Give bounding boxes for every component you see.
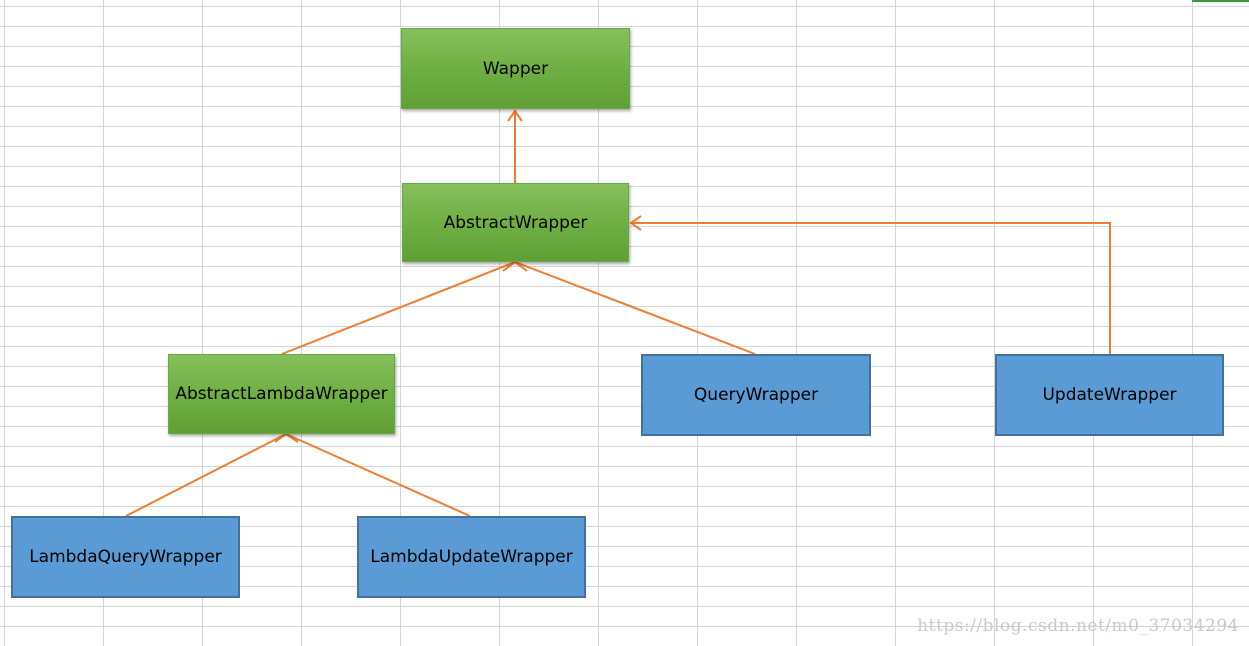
arrow-updatewrapper-to-abstractwrapper (631, 222, 1111, 354)
active-cell-indicator (1192, 0, 1249, 2)
node-lambda-query-wrapper[interactable]: LambdaQueryWrapper (11, 516, 240, 598)
watermark: https://blog.csdn.net/m0_37034294 (917, 616, 1239, 636)
node-lambda-query-wrapper-label: LambdaQueryWrapper (29, 547, 222, 567)
arrowhead-wapper (507, 109, 523, 122)
node-abstract-lambda-wrapper[interactable]: AbstractLambdaWrapper (168, 354, 395, 434)
node-query-wrapper-label: QueryWrapper (693, 385, 819, 405)
arrow-abstractlambdawrapper-to-abstractwrapper (281, 261, 516, 355)
arrowhead-abstractlambdawrapper-bottom (274, 432, 299, 443)
arrow-lambdaquerywrapper-to-abstractlambdawrapper (125, 433, 287, 517)
node-wapper-label: Wapper (482, 58, 549, 79)
arrowhead-abstractwrapper-bottom (502, 260, 528, 272)
node-wapper[interactable]: Wapper (401, 28, 630, 109)
node-lambda-update-wrapper[interactable]: LambdaUpdateWrapper (357, 516, 586, 598)
node-abstract-wrapper[interactable]: AbstractWrapper (402, 183, 629, 262)
arrowhead-abstractwrapper-right (629, 215, 642, 231)
arrow-lambdaupdatewrapper-to-abstractlambdawrapper (285, 433, 471, 517)
node-update-wrapper[interactable]: UpdateWrapper (995, 354, 1224, 436)
node-query-wrapper[interactable]: QueryWrapper (641, 354, 871, 436)
node-lambda-update-wrapper-label: LambdaUpdateWrapper (370, 547, 573, 567)
node-abstract-wrapper-label: AbstractWrapper (443, 212, 588, 233)
node-update-wrapper-label: UpdateWrapper (1042, 385, 1177, 405)
arrow-querywrapper-to-abstractwrapper (514, 261, 756, 355)
node-abstract-lambda-wrapper-label: AbstractLambdaWrapper (175, 384, 388, 404)
